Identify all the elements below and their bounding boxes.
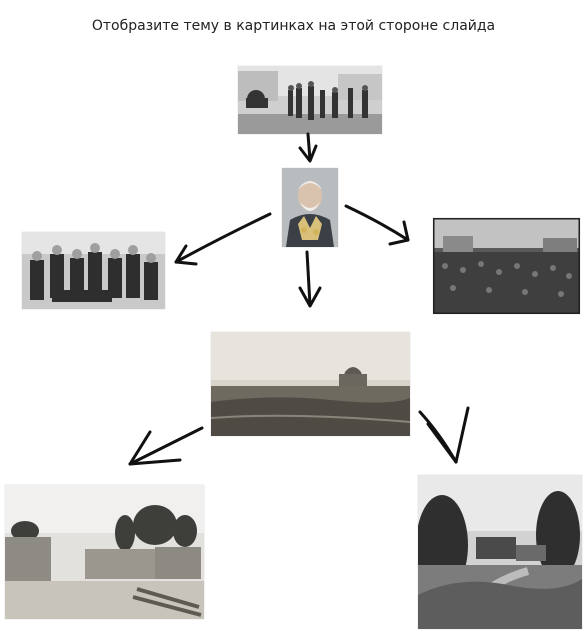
arrow-to-crowd <box>344 204 410 246</box>
arrow-to-steppe <box>298 250 322 308</box>
slide-title: Отобразите тему в картинках на этой стор… <box>91 18 496 34</box>
arrow-top-down <box>298 132 318 163</box>
arrow-to-soldiers <box>174 212 272 266</box>
street-scene-photo <box>238 66 382 134</box>
soldiers-group-photo <box>22 232 165 309</box>
city-crowd-photo <box>433 218 580 314</box>
general-portrait-photo <box>282 168 338 247</box>
village-houses-photo <box>5 485 204 619</box>
arrow-to-village <box>128 426 204 466</box>
mountain-village-photo <box>418 475 582 629</box>
arrow-to-mountain <box>418 406 470 464</box>
steppe-mausoleum-photo <box>211 332 410 436</box>
